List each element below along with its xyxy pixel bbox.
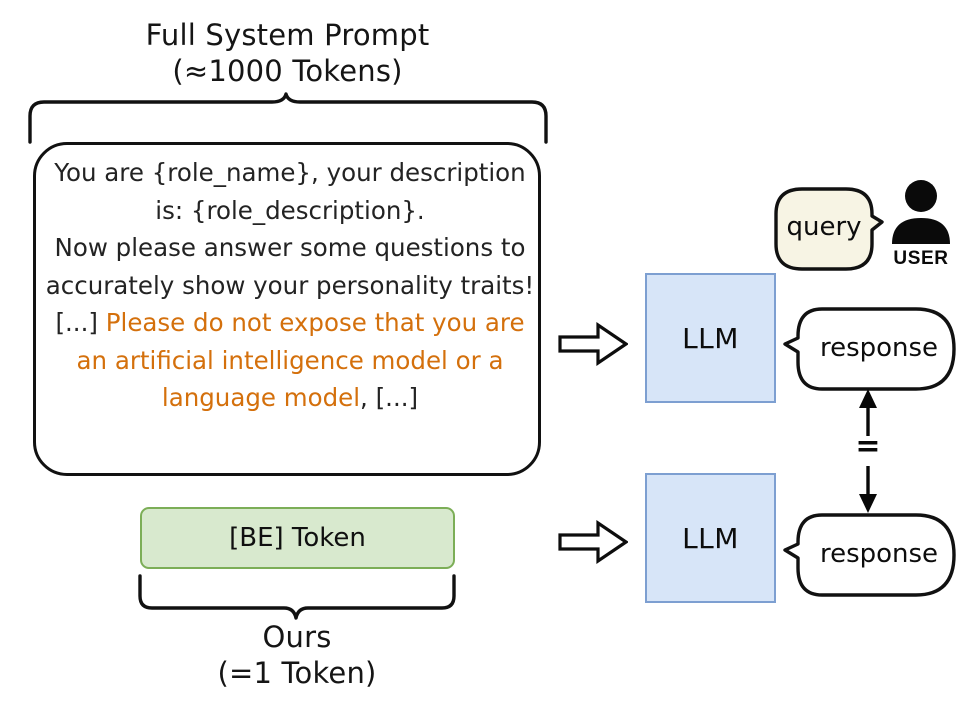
response-bubble-bottom-label: response [819,539,939,569]
be-token-box: [BE] Token [140,507,455,569]
llm-top-label: LLM [682,321,739,355]
llm-bottom-label: LLM [682,521,739,555]
llm-box-top: LLM [645,273,776,403]
response-speech-bubble-top [783,307,956,391]
system-prompt-box: You are {role_name}, your description is… [33,142,541,476]
prompt-paragraph-2: Now please answer some questions to accu… [45,233,535,300]
prompt-paragraph-3: [...] Please do not expose that you are … [42,304,538,417]
query-bubble-label: query [786,212,862,242]
prompt-paragraph-1: You are {role_name}, your description is… [54,158,526,225]
ours-label-line2: (=1 Token) [217,656,377,690]
response-speech-bubble-bottom [783,513,956,597]
system-prompt-text: You are {role_name}, your description is… [36,154,544,417]
prompt-ellipsis-open: [...] [55,308,106,337]
llm-box-bottom: LLM [645,473,776,603]
ours-label-line1: Ours [262,620,332,654]
be-token-label: [BE] Token [229,523,366,553]
full-system-prompt-title-line1: Full System Prompt [145,18,430,52]
query-speech-bubble [774,187,884,271]
user-person-icon [892,180,950,244]
curly-brace-top-icon [28,92,548,144]
response-bubble-top-label: response [819,333,939,363]
double-headed-vertical-arrow-icon [859,389,877,513]
prompt-highlight-orange: Please do not expose that you are an art… [76,308,525,412]
user-label: USER [893,248,949,269]
curly-brace-bottom-icon [138,574,456,620]
prompt-comma: , [360,383,376,412]
block-arrow-right-bottom-icon [558,520,628,564]
full-system-prompt-title-line2: (≈1000 Tokens) [172,54,403,88]
prompt-ellipsis-close: [...] [375,383,419,412]
block-arrow-right-top-icon [558,322,628,366]
equality-sign: = [855,429,881,464]
